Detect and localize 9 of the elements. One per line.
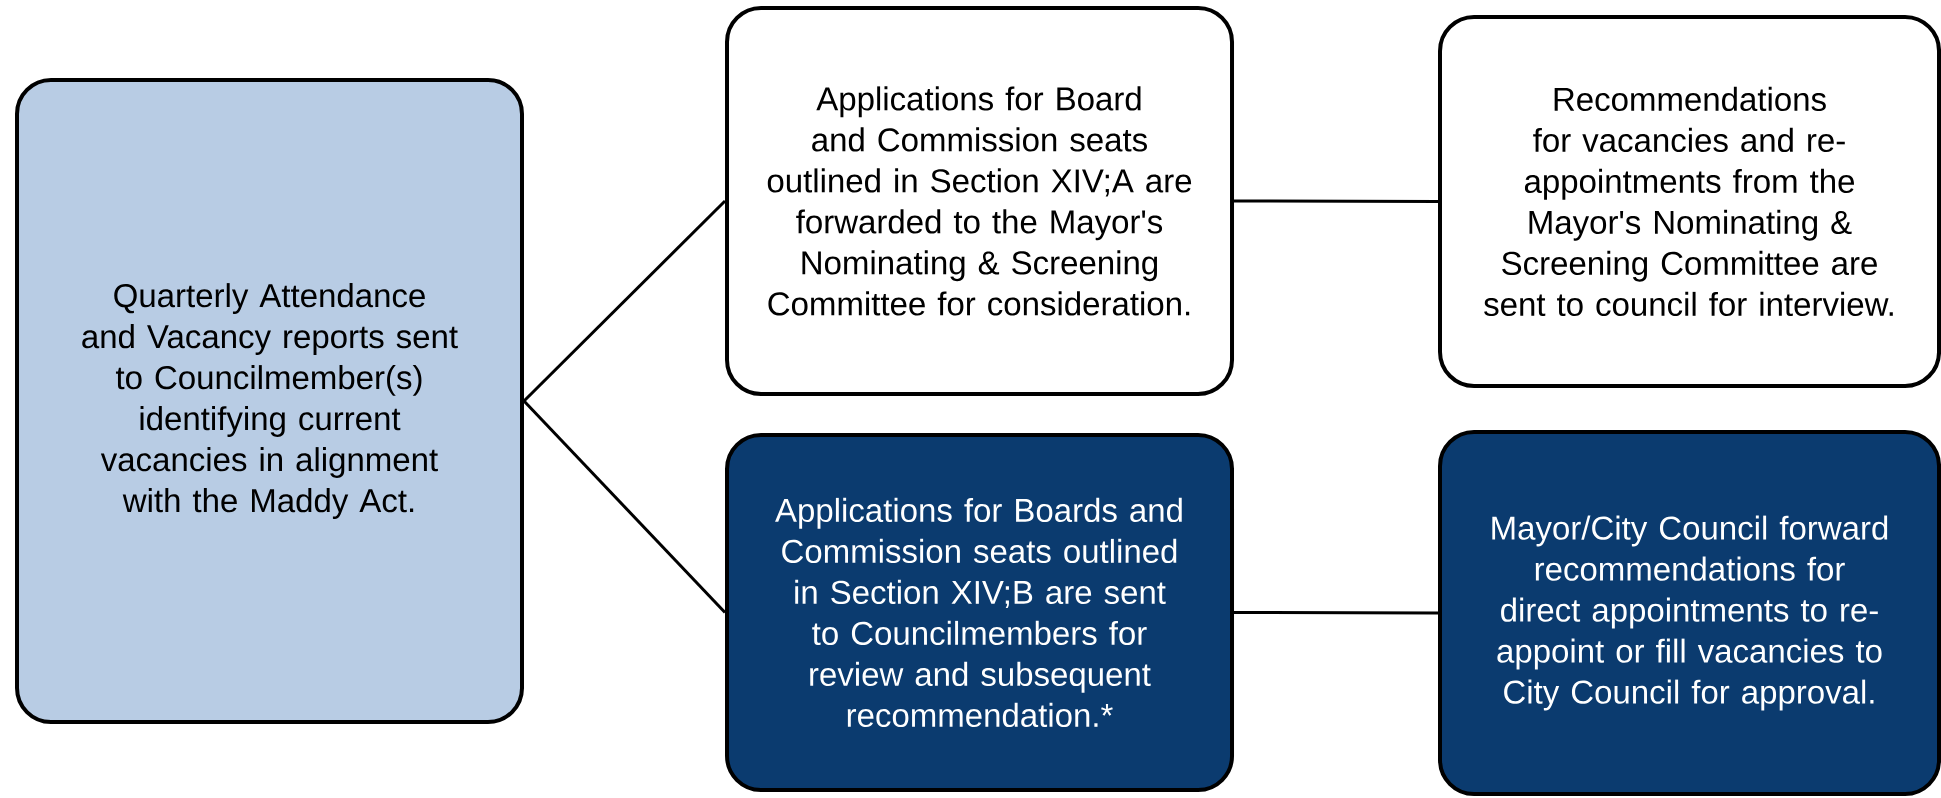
connector-line xyxy=(1234,199,1438,203)
process-box: Applications for Board and Commission seats outlined in Section XIV;A are forwarded to the Mayor's Nominating & Screening Committee for consideration. xyxy=(725,6,1234,396)
connector-line xyxy=(522,399,727,614)
process-box: Applications for Boards and Commission seats outlined in Section XIV;B are sent to Councilmembers for review and subsequent recommendation.* xyxy=(725,433,1234,792)
connector-line xyxy=(522,199,727,403)
process-box: Recommendations for vacancies and re-appointments from the Mayor's Nominating & Screening Committee are sent to council for interview. xyxy=(1438,15,1941,388)
process-box: Quarterly Attendance and Vacancy reports sent to Councilmember(s) identifying current vacancies in alignment with the Maddy Act. xyxy=(15,78,524,724)
process-box: Mayor/City Council forward recommendations for direct appointments to re-appoint or fill vacancies to City Council for approval. xyxy=(1438,430,1941,796)
connector-line xyxy=(1234,611,1439,615)
